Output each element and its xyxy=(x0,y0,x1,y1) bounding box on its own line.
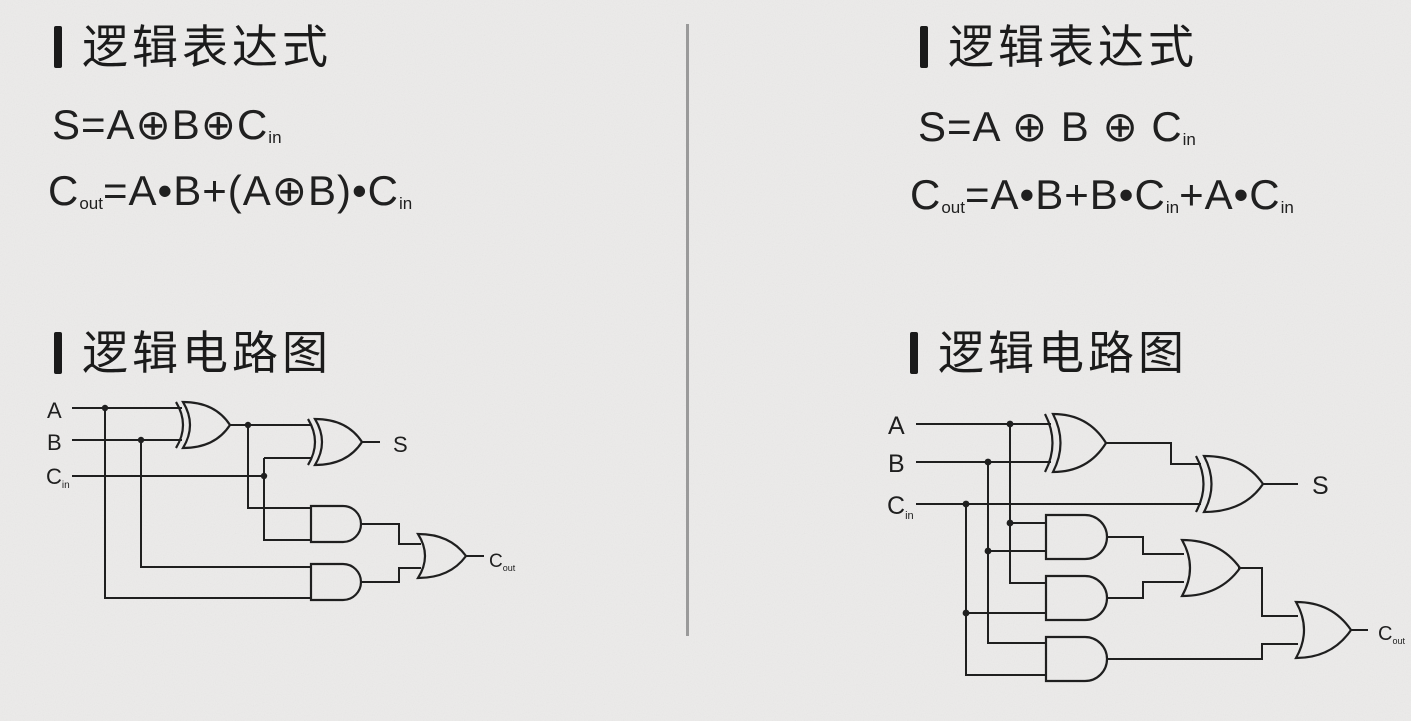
full-adder-circuit-diagram: A B Cin S Cout xyxy=(46,398,516,602)
xor-gate-1 xyxy=(175,400,232,450)
wire-b-to-and2 xyxy=(140,440,311,568)
panel-divider xyxy=(686,24,689,636)
carry-rhs-part-2: +A•C xyxy=(1179,171,1281,218)
wire-a-vertical xyxy=(1009,424,1046,584)
carry-rhs: A•B+(A⊕B)•C xyxy=(128,167,400,214)
and-gate-3 xyxy=(1044,635,1109,683)
and-gate-2 xyxy=(1044,574,1109,622)
sum-lhs: S xyxy=(52,101,82,148)
ripple-carry-adder-panel: 逻辑表达式 S=A⊕B⊕Cin Cout=A•B+(A⊕B)•Cin 逻辑电路图… xyxy=(0,0,705,721)
circuit-wires xyxy=(72,407,484,599)
carry-lhs-subscript: out xyxy=(79,194,103,213)
junction-dot xyxy=(984,458,992,466)
sum-equation: S=A⊕B⊕Cin xyxy=(52,101,282,148)
input-cin-label: Cin xyxy=(46,464,70,491)
input-a-label: A xyxy=(47,398,62,423)
junction-dot xyxy=(101,404,109,412)
heading-marker xyxy=(920,26,928,68)
carry-lhs-subscript: out xyxy=(941,198,965,217)
sum-equals: = xyxy=(81,101,107,148)
wire-a-to-and2 xyxy=(104,408,311,599)
majority-carry-adder-panel: 逻辑表达式 S=A ⊕ B ⊕ Cin Cout=A•B+B•Cin+A•Cin… xyxy=(706,0,1411,721)
wire-xor1-out xyxy=(1106,442,1201,465)
xor-gate-2 xyxy=(307,417,364,467)
wire-cin-vertical xyxy=(965,504,1046,676)
circuit-heading-text: 逻辑电路图 xyxy=(82,326,332,380)
junction-dot xyxy=(244,421,252,429)
heading-marker xyxy=(54,26,62,68)
wire-and1-out xyxy=(361,523,421,545)
carry-lhs: C xyxy=(48,167,80,214)
carry-rhs-subscript-1: in xyxy=(1165,198,1180,217)
circuit-heading: 逻辑电路图 xyxy=(54,330,332,376)
and-gate-1 xyxy=(309,504,363,544)
xor-gate-1 xyxy=(1044,412,1108,474)
sum-rhs-subscript: in xyxy=(1182,130,1196,149)
wire-and2-out xyxy=(361,567,421,583)
or-gate-1 xyxy=(1180,538,1242,598)
wire-or1-out xyxy=(1238,567,1298,617)
junction-dot xyxy=(137,436,145,444)
or-gate xyxy=(415,532,468,580)
expression-heading-text: 逻辑表达式 xyxy=(82,20,332,74)
junction-dot xyxy=(1006,420,1014,428)
or-gate-2 xyxy=(1294,600,1353,660)
sum-rhs: A ⊕ B ⊕ C xyxy=(972,103,1183,150)
carry-rhs-subscript: in xyxy=(399,194,413,213)
carry-equals: = xyxy=(102,167,129,214)
output-s-label: S xyxy=(1312,472,1329,500)
xor-gate-2 xyxy=(1195,454,1265,514)
junction-dot xyxy=(984,547,992,555)
heading-marker xyxy=(54,332,62,374)
junction-dot xyxy=(962,500,970,508)
expression-heading: 逻辑表达式 xyxy=(54,24,332,70)
wire-and1-out xyxy=(1106,536,1184,555)
wire-and3-out xyxy=(1106,643,1298,660)
input-b-label: B xyxy=(47,430,62,455)
input-b-label: B xyxy=(888,450,905,478)
input-a-label: A xyxy=(888,412,905,440)
circuit-wires xyxy=(916,423,1368,676)
carry-rhs-subscript-2: in xyxy=(1280,198,1294,217)
input-cin-label: Cin xyxy=(887,492,914,522)
wire-xor1-to-and1 xyxy=(247,425,311,509)
output-cout-label: Cout xyxy=(489,551,516,573)
and-gate-1 xyxy=(1044,513,1109,561)
wire-and2-out xyxy=(1106,581,1184,599)
output-cout-label: Cout xyxy=(1378,623,1405,646)
circuit-heading-text: 逻辑电路图 xyxy=(938,326,1188,380)
sum-lhs: S xyxy=(918,103,948,150)
wire-b-vertical xyxy=(987,462,1046,644)
circuit-heading: 逻辑电路图 xyxy=(910,330,1188,376)
carry-rhs-part-1: A•B+B•C xyxy=(990,171,1166,218)
carry-equation: Cout=A•B+(A⊕B)•Cin xyxy=(48,167,413,214)
wire-cin-to-and1 xyxy=(263,458,311,541)
carry-equation: Cout=A•B+B•Cin+A•Cin xyxy=(910,171,1294,218)
and-gate-2 xyxy=(309,562,363,602)
sum-equation: S=A ⊕ B ⊕ Cin xyxy=(918,103,1196,150)
carry-lhs: C xyxy=(910,171,942,218)
full-adder-circuit-diagram: A B Cin S Cout xyxy=(887,412,1405,683)
junction-dot xyxy=(1006,519,1014,527)
sum-rhs: A⊕B⊕C xyxy=(106,101,269,148)
heading-marker xyxy=(910,332,918,374)
carry-equals: = xyxy=(964,171,991,218)
expression-heading: 逻辑表达式 xyxy=(920,24,1198,70)
junction-dot xyxy=(962,609,970,617)
junction-dot xyxy=(260,472,268,480)
sum-equals: = xyxy=(947,103,973,150)
output-s-label: S xyxy=(393,432,408,457)
expression-heading-text: 逻辑表达式 xyxy=(948,20,1198,74)
sum-rhs-subscript: in xyxy=(268,128,282,147)
